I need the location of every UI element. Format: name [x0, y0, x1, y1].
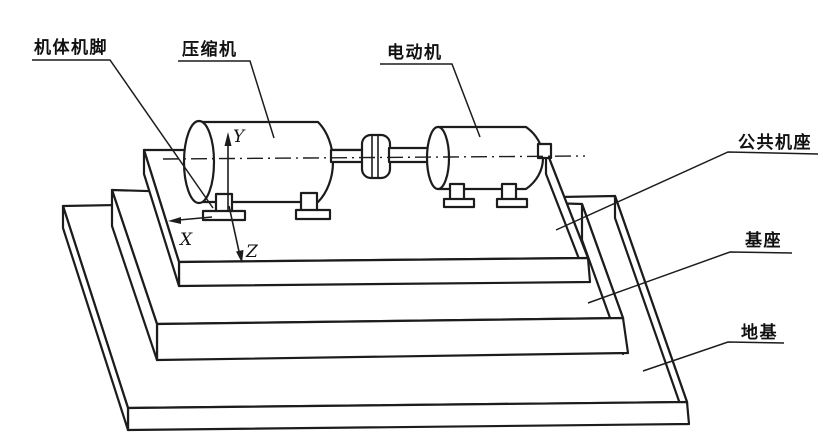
common-base-front-face	[177, 256, 592, 288]
axis-x-line	[178, 216, 213, 221]
foundation-front-face	[126, 400, 691, 432]
motor-foot-left-stem	[448, 182, 466, 202]
motor-foot-left	[442, 182, 476, 209]
leader-lines	[32, 59, 819, 372]
compressor-foot-right-plate	[294, 208, 332, 221]
axis-x-label: X	[178, 230, 193, 250]
axis-z-label: Z	[245, 242, 259, 262]
leader-foundation	[642, 341, 785, 372]
leader-machine-foot	[32, 59, 214, 209]
compressor-foot-right	[294, 191, 332, 221]
motor-foot-right	[495, 182, 529, 209]
axis-x-arrow	[168, 217, 181, 224]
label-common-base: 公共机座	[738, 132, 812, 152]
common-base-left-face	[142, 148, 181, 288]
compressor-foot-left-plate	[201, 209, 247, 222]
label-machine-foot: 机体机脚	[34, 37, 108, 57]
axis-y-label: Y	[233, 127, 246, 147]
axis-z-arrow	[236, 250, 244, 263]
foundation-left-face	[61, 204, 130, 432]
coupling-hub	[360, 133, 392, 180]
motor-body	[436, 125, 545, 191]
label-motor: 电动机	[387, 42, 443, 62]
machine-center-line	[162, 155, 586, 160]
shaft-left	[329, 148, 366, 164]
compressor-foot-right-stem	[299, 191, 319, 213]
pedestal-front-face	[155, 316, 630, 362]
label-foundation: 地基	[741, 322, 778, 342]
coupling	[360, 133, 392, 180]
leader-motor	[380, 63, 481, 138]
motor-foot-right-stem	[500, 182, 518, 202]
axis-z-line	[228, 205, 241, 257]
compressor-end-ellipse	[182, 119, 216, 205]
leader-pedestal	[587, 251, 793, 304]
motor	[425, 125, 553, 209]
part-labels: 机体机脚 压缩机 电动机 公共机座 基座 地基	[34, 37, 812, 342]
motor-foot-left-plate	[442, 197, 476, 209]
leader-common-base	[555, 151, 819, 231]
motor-shaft-stub	[536, 142, 553, 160]
shaft-right	[387, 146, 431, 164]
motor-end-ellipse	[425, 125, 451, 191]
pedestal-left-face	[110, 188, 159, 362]
compressor-body	[197, 120, 335, 204]
coordinate-axes: Y X Z	[168, 127, 259, 263]
motor-foot-right-plate	[495, 197, 529, 209]
axis-y-arrow	[224, 132, 232, 146]
label-compressor: 压缩机	[182, 39, 238, 59]
leader-compressor	[178, 60, 275, 139]
drive-train	[329, 133, 431, 180]
label-pedestal: 基座	[744, 230, 782, 250]
